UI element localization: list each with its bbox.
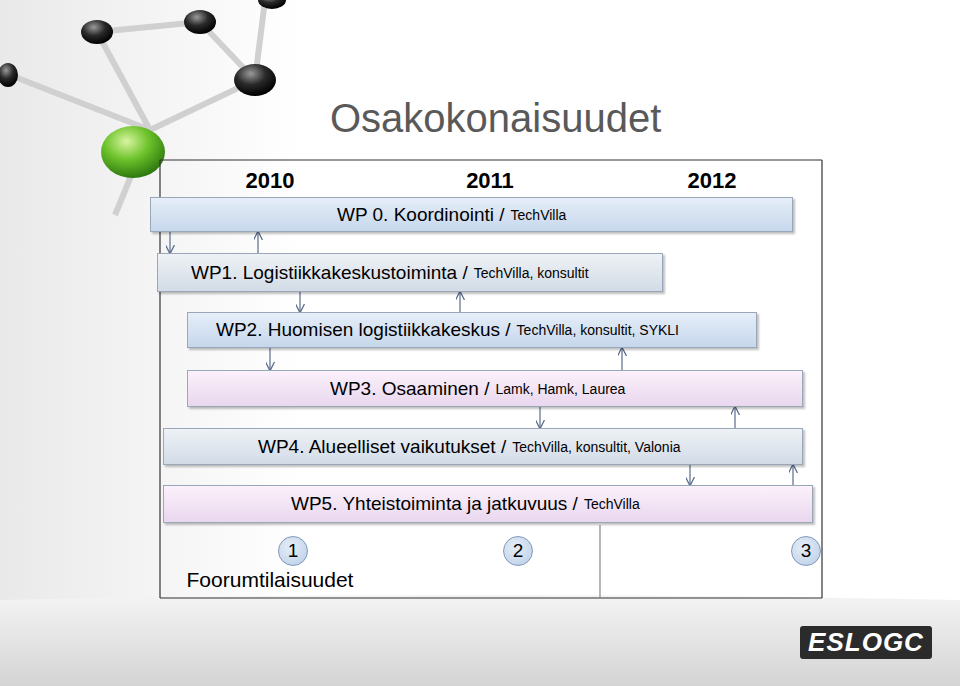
dependency-arrow [792, 465, 793, 485]
year-label: 2011 [466, 168, 514, 194]
dependency-arrow [689, 465, 690, 485]
forum-circle: 3 [791, 536, 821, 566]
forum-circle: 2 [503, 536, 533, 566]
forum-circle: 1 [278, 536, 308, 566]
dependency-arrow [459, 292, 460, 312]
package-name: WP5. Yhteistoiminta ja jatkuvuus / [291, 493, 578, 515]
network-spheres [0, 0, 286, 178]
work-package-band: WP4. Alueelliset vaikutukset / TechVilla,… [163, 428, 803, 465]
package-name: WP4. Alueelliset vaikutukset / [258, 436, 506, 458]
dependency-arrow [257, 232, 258, 253]
slide-title: Osakokonaisuudet [330, 96, 661, 141]
package-name: WP3. Osaaminen / [330, 378, 489, 400]
package-partners: TechVilla, konsultit [474, 265, 589, 281]
work-package-band: WP 0. Koordinointi / TechVilla [150, 197, 793, 232]
package-partners: TechVilla, konsultit, SYKLI [517, 322, 679, 338]
package-name: WP2. Huomisen logistiikkakeskus / [216, 319, 511, 341]
package-partners: TechVilla [584, 496, 640, 512]
network-links [10, 0, 265, 215]
package-partners: TechVilla [511, 207, 567, 223]
year-label: 2012 [688, 168, 737, 194]
forum-label: Foorumtilaisuudet [187, 568, 354, 592]
work-package-band: WP3. Osaaminen / Lamk, Hamk, Laurea [187, 370, 803, 407]
dependency-arrow [734, 407, 735, 428]
dependency-arrow [269, 348, 270, 370]
work-package-band: WP1. Logistiikkakeskustoiminta / TechVill… [157, 253, 663, 292]
forum-number: 1 [288, 540, 299, 562]
logo-text: ESLOGC [800, 626, 932, 659]
work-package-band: WP5. Yhteistoiminta ja jatkuvuus / TechVi… [163, 485, 813, 523]
forum-number: 2 [513, 540, 524, 562]
work-package-band: WP2. Huomisen logistiikkakeskus / TechVil… [187, 312, 757, 348]
dependency-arrow [169, 232, 170, 253]
year-label: 2010 [246, 168, 295, 194]
dependency-arrow [539, 407, 540, 428]
dependency-arrow [621, 348, 622, 370]
dependency-arrow [299, 292, 300, 312]
forum-number: 3 [801, 540, 812, 562]
package-name: WP1. Logistiikkakeskustoiminta / [191, 262, 468, 284]
package-name: WP 0. Koordinointi / [337, 204, 505, 226]
package-partners: Lamk, Hamk, Laurea [495, 381, 625, 397]
package-partners: TechVilla, konsultit, Valonia [512, 439, 680, 455]
floor-bar [0, 595, 960, 686]
